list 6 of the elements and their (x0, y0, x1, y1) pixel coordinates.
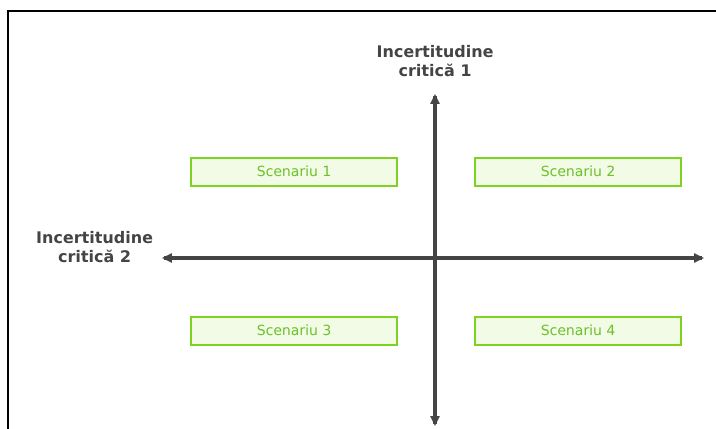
scenario-box: Scenariu 3 (190, 316, 398, 346)
scenario-box: Scenariu 1 (190, 157, 398, 187)
scenario-box: Scenariu 4 (474, 316, 682, 346)
axis-label: Incertitudine critică 2 (35, 228, 154, 266)
axis-label: Incertitudine critică 1 (376, 42, 494, 80)
scenario-box: Scenariu 2 (474, 157, 682, 187)
